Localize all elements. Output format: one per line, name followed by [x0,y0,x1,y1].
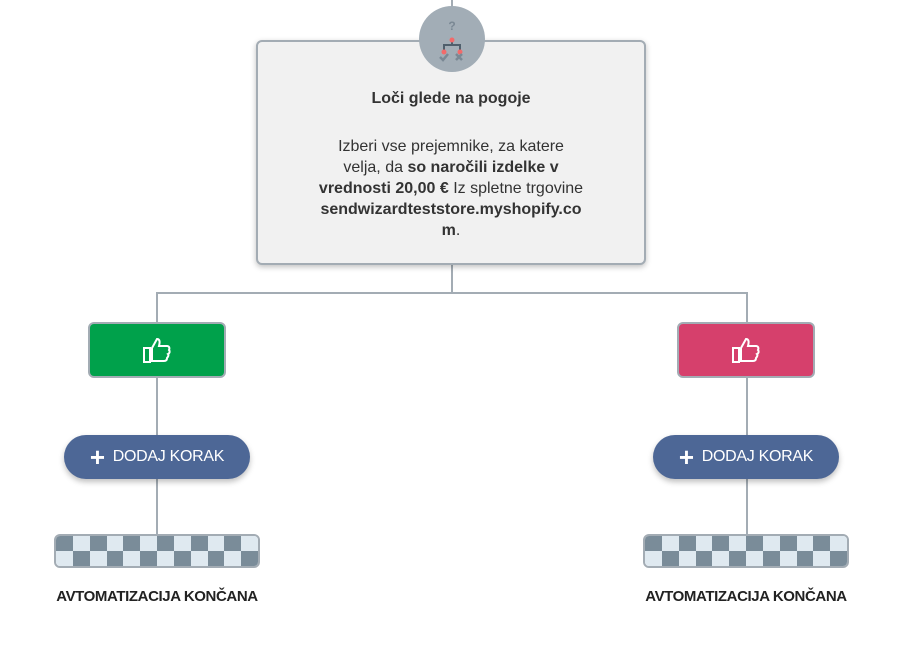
automation-finished-label: AVTOMATIZACIJA KONČANA [645,588,847,605]
finish-flag-icon [643,534,849,568]
plus-icon: + [678,442,694,472]
branch-no[interactable] [677,322,815,378]
add-step-button-yes[interactable]: +DODAJ KORAK [64,435,250,479]
thumbs-up-icon [732,337,760,363]
thumbs-up-icon [143,337,171,363]
plus-icon: + [89,442,105,472]
condition-title: Loči glede na pogoje [371,90,531,107]
add-step-button-no[interactable]: +DODAJ KORAK [653,435,839,479]
svg-text:?: ? [448,19,455,33]
connector-horizontal [156,292,748,294]
finish-flag-icon [54,534,260,568]
branch-yes[interactable] [88,322,226,378]
condition-card[interactable]: Loči glede na pogoje Izberi vse prejemni… [256,40,646,265]
connector-top [451,0,453,10]
condition-description: Izberi vse prejemnike, za katere velja, … [318,138,584,239]
connector-left [156,292,158,537]
automation-finished-label: AVTOMATIZACIJA KONČANA [56,588,258,605]
connector-right [746,292,748,537]
split-condition-icon: ? [419,6,485,72]
connector-down [451,265,453,293]
